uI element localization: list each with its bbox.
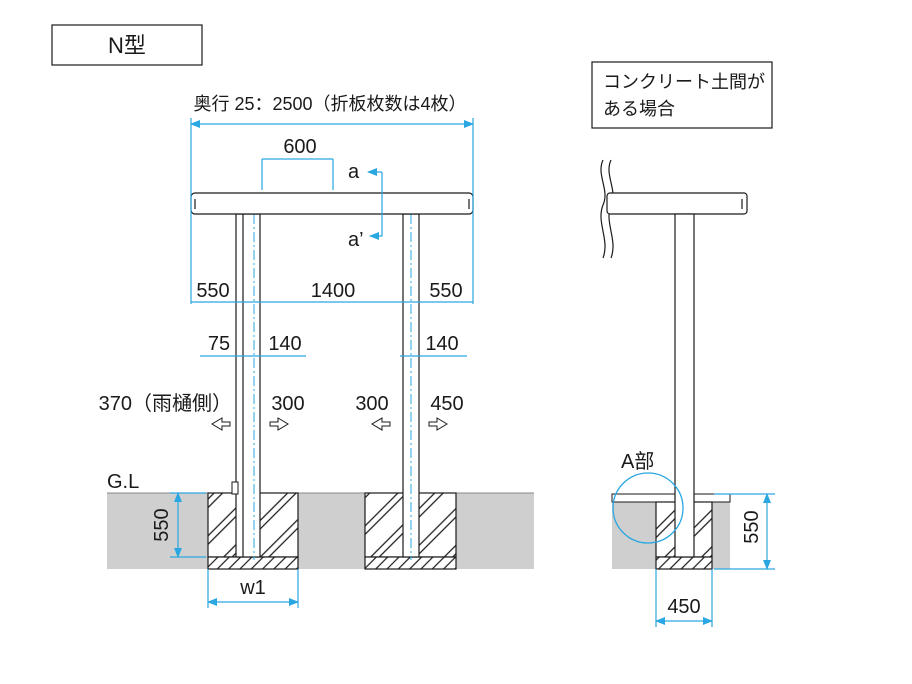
dim-300-left: 300 [271, 393, 304, 415]
right-view: A部 550 450 [600, 159, 775, 627]
section-arrow-bottom [369, 172, 383, 240]
detail-a-circle [612, 472, 684, 544]
section-a-prime-label: a’ [348, 229, 364, 251]
dim-370-gutter-side: 370（雨樋側） [99, 392, 232, 415]
post-side [674, 213, 695, 558]
title-label: N型 [108, 33, 146, 58]
dim-300-right: 300 [355, 393, 388, 415]
note-line-1: コンクリート土間が [603, 72, 765, 92]
foundation-width-450: 450 [667, 596, 700, 618]
break-line [600, 159, 606, 259]
dim-140-right: 140 [425, 333, 458, 355]
dim-550-left: 550 [196, 280, 229, 302]
left-view: 奥行 25：2500（折板枚数は4枚） 600 a a’ 550 1400 55… [99, 94, 534, 608]
arrow-right-icon [269, 417, 289, 431]
depth-label: 奥行 25：2500（折板枚数は4枚） [193, 94, 466, 114]
dim-1400: 1400 [311, 280, 356, 302]
concrete-slab [611, 493, 731, 503]
section-a-label: a [348, 161, 360, 183]
foundation-depth-550: 550 [151, 508, 173, 541]
ground-level-label: G.L [107, 471, 139, 493]
arrow-left-icon [211, 417, 231, 431]
detail-a-label: A部 [621, 450, 654, 473]
note-line-2: ある場合 [603, 99, 675, 119]
roof-beam-side [606, 192, 748, 215]
arrow-left-icon [371, 417, 391, 431]
roof-beam [190, 192, 474, 215]
foundation-depth-550-side: 550 [741, 510, 763, 543]
gravel-left [207, 556, 299, 570]
arrow-right-icon [428, 417, 448, 431]
dim-600: 600 [283, 136, 316, 158]
dim-140-left: 140 [268, 333, 301, 355]
width-w1: w1 [239, 577, 266, 599]
dim-550-right: 550 [429, 280, 462, 302]
note-box: コンクリート土間が ある場合 [591, 61, 773, 129]
post-left [235, 213, 261, 558]
gutter-fitting [231, 481, 239, 495]
dim-450: 450 [430, 393, 463, 415]
gravel-side [655, 556, 713, 570]
dim-75: 75 [208, 333, 230, 355]
title-box: N型 [51, 24, 203, 66]
